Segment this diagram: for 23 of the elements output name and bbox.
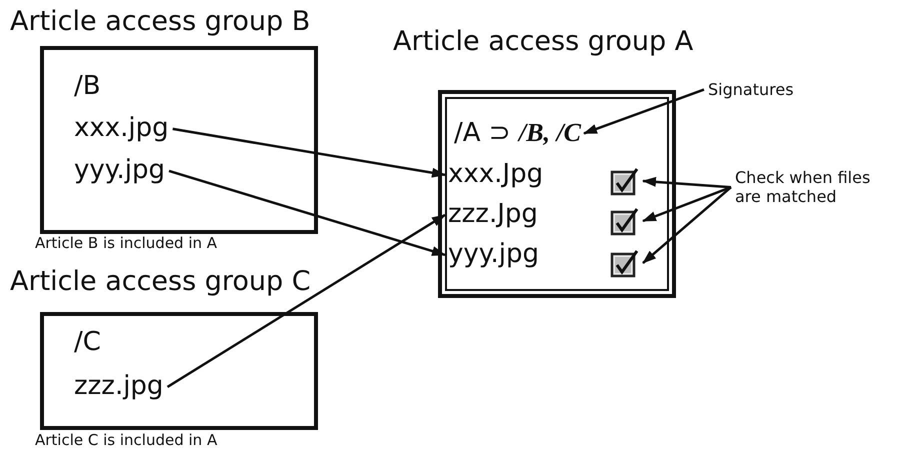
callout-text: Check when files are matched xyxy=(735,168,885,206)
arrow xyxy=(583,88,704,135)
file-name: xxx.jpg xyxy=(74,114,169,144)
folder-path: /B xyxy=(74,72,101,102)
arrow xyxy=(168,170,446,256)
file-name: yyy.jpg xyxy=(74,156,165,186)
arrow xyxy=(642,186,732,264)
node-label: Article B is included in A xyxy=(35,235,218,252)
group-heading: Article access group A xyxy=(393,26,694,58)
arrow xyxy=(166,214,446,388)
file-name: yyy.jpg xyxy=(448,240,539,270)
file-name: xxx.Jpg xyxy=(448,160,544,190)
file-name: zzz.Jpg xyxy=(448,200,538,230)
arrow xyxy=(172,128,446,178)
node-label: Article C is included in A xyxy=(35,432,218,450)
file-name: zzz.jpg xyxy=(74,372,164,402)
callout-text: Signatures xyxy=(708,80,794,100)
folder-path: /A ⊃ /B, /C xyxy=(454,118,582,149)
group-heading: Article access group B xyxy=(10,6,310,38)
arrow xyxy=(642,186,732,222)
folder-path: /C xyxy=(74,328,101,358)
group-heading: Article access group C xyxy=(10,266,311,298)
arrow xyxy=(642,176,732,188)
